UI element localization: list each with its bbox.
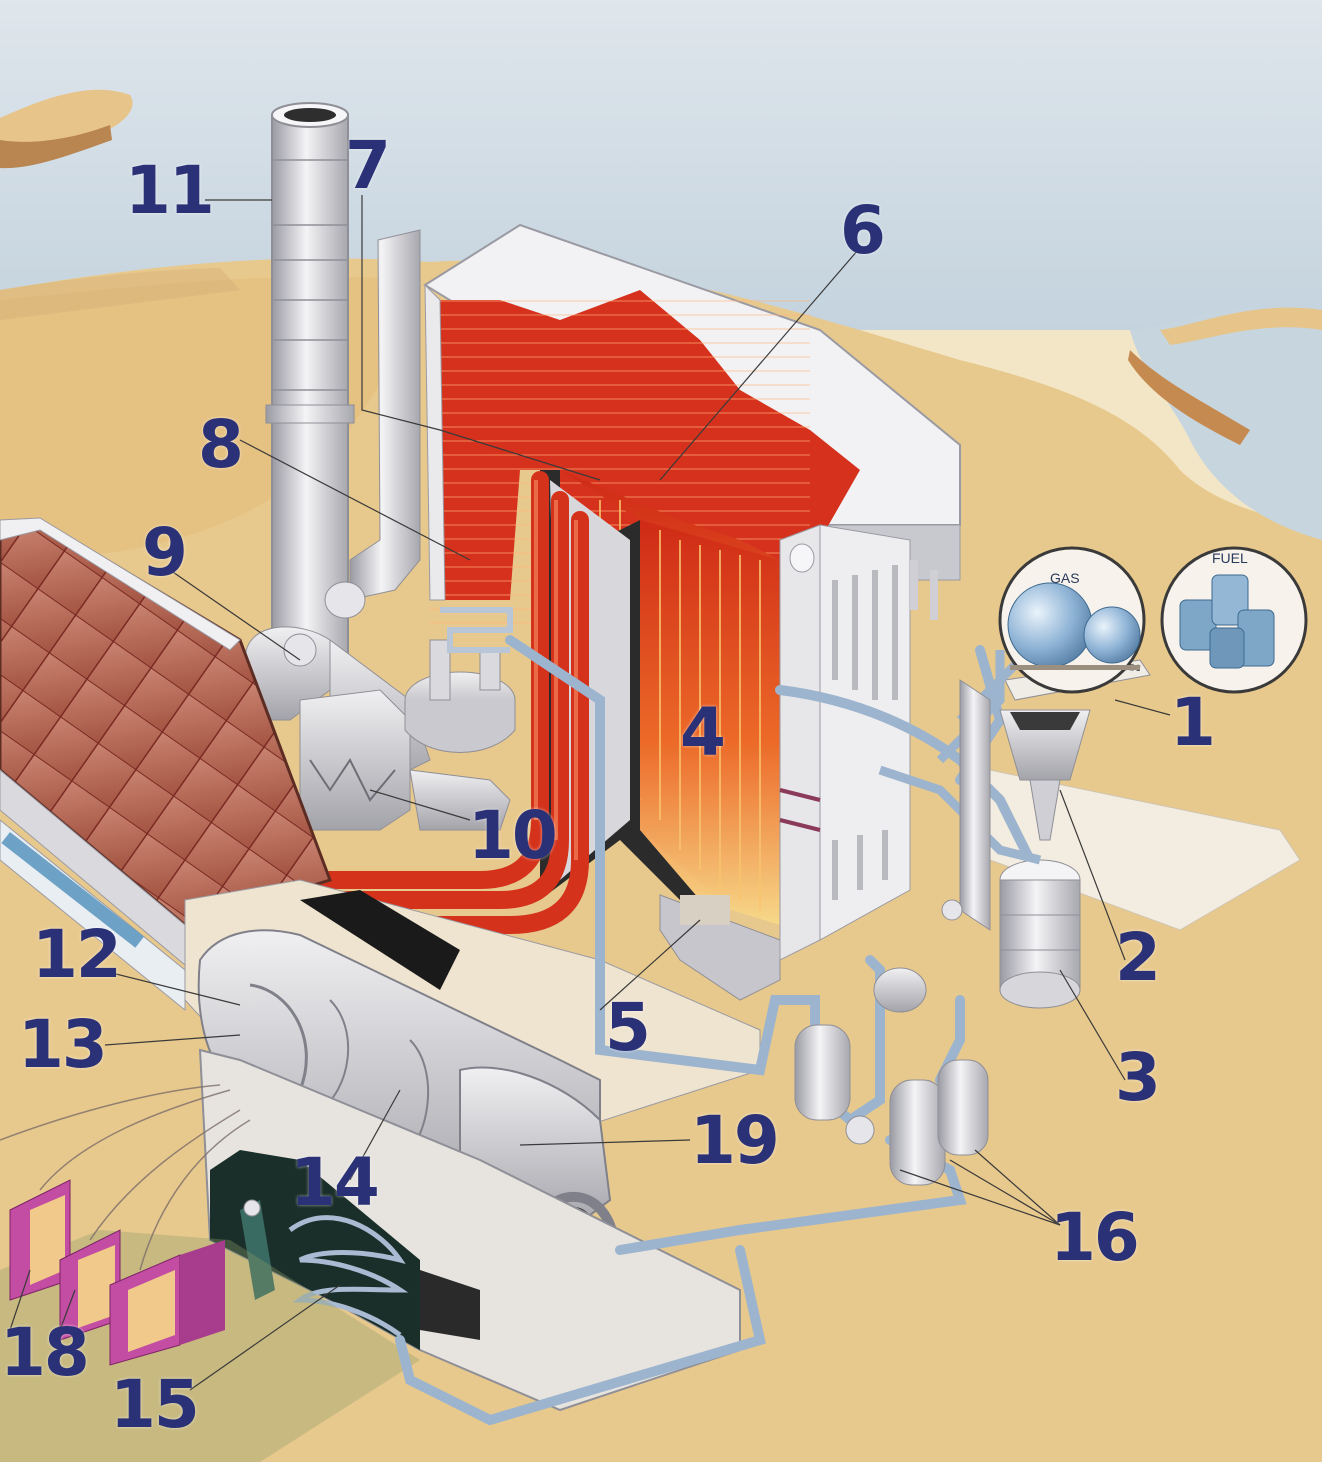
label-10: 10	[468, 797, 558, 874]
label-12: 12	[32, 916, 122, 993]
label-9: 9	[142, 514, 188, 591]
label-7: 7	[345, 127, 391, 204]
label-15: 15	[110, 1366, 200, 1443]
condenser-coil	[288, 1215, 409, 1338]
label-19: 19	[690, 1102, 780, 1179]
label-18: 18	[0, 1314, 90, 1391]
fuel-inset: FUEL	[1160, 546, 1308, 694]
gas-inset: GAS	[998, 546, 1146, 694]
gas-label: GAS	[1050, 570, 1080, 586]
feedwater-heaters	[794, 967, 989, 1186]
label-1: 1	[1170, 684, 1216, 761]
transformers	[9, 1179, 225, 1366]
label-4: 4	[680, 694, 726, 771]
label-5: 5	[605, 989, 651, 1066]
label-11: 11	[125, 152, 215, 229]
fuel-label: FUEL	[1212, 550, 1248, 566]
label-8: 8	[198, 406, 244, 483]
leader-lines	[9, 195, 1171, 1391]
label-2: 2	[1115, 919, 1161, 996]
precipitator	[299, 689, 411, 831]
label-14: 14	[290, 1144, 380, 1221]
chimney	[271, 114, 349, 676]
pulverizer-mill	[999, 859, 1081, 1009]
label-6: 6	[840, 192, 886, 269]
label-3: 3	[1115, 1039, 1161, 1116]
label-16: 16	[1050, 1199, 1140, 1276]
flue-duct	[349, 229, 421, 601]
label-13: 13	[18, 1006, 108, 1083]
